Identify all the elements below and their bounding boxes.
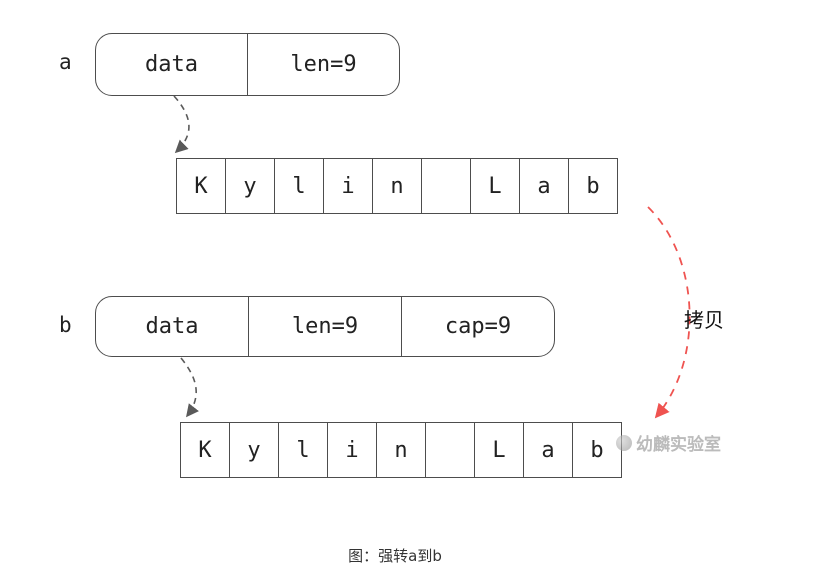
watermark: 幼麟实验室 <box>616 430 721 455</box>
watermark-text: 幼麟实验室 <box>636 435 721 455</box>
char-cell: K <box>180 422 230 478</box>
struct-field: data <box>145 52 198 77</box>
char-cell: b <box>572 422 622 478</box>
var-label-b: b <box>59 313 72 337</box>
copy-label: 拷贝 <box>684 308 724 332</box>
char-cell: y <box>229 422 279 478</box>
char-cell: l <box>274 158 324 214</box>
figure-caption: 图：强转a到b <box>348 547 442 565</box>
struct-field: len=9 <box>248 297 401 356</box>
var-label-a: a <box>59 50 72 74</box>
char-cell: i <box>327 422 377 478</box>
struct-a-box: data len=9 <box>95 33 400 96</box>
struct-field: data <box>145 314 199 339</box>
char-cell: L <box>470 158 520 214</box>
pointer-arrow-b <box>180 357 199 418</box>
struct-field: len=9 <box>247 34 399 95</box>
char-cell: L <box>474 422 524 478</box>
char-cell: i <box>323 158 373 214</box>
char-cell: a <box>519 158 569 214</box>
char-cell: l <box>278 422 328 478</box>
struct-field: cap=9 <box>401 297 554 356</box>
char-cell: a <box>523 422 573 478</box>
char-cell <box>425 422 475 478</box>
char-cell <box>421 158 471 214</box>
char-cell: n <box>376 422 426 478</box>
char-cell: K <box>176 158 226 214</box>
char-cell: y <box>225 158 275 214</box>
char-cell: n <box>372 158 422 214</box>
watermark-logo-icon <box>616 434 632 451</box>
pointer-arrow-a <box>173 95 190 154</box>
char-cell: b <box>568 158 618 214</box>
